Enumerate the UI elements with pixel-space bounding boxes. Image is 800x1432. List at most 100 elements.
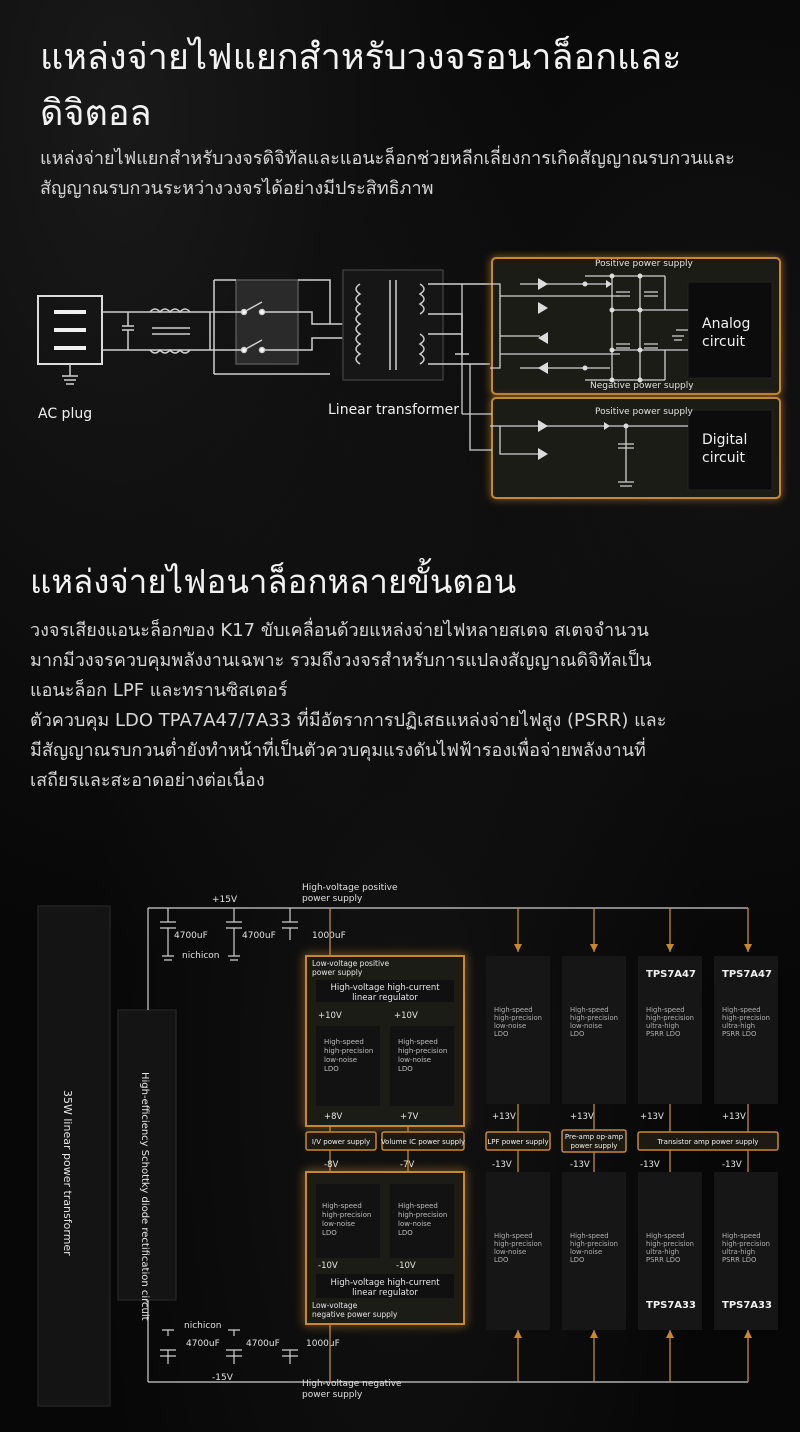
plus13v-label-d: +13V (722, 1112, 746, 1122)
lv-pos-supply-label-2: power supply (312, 968, 363, 977)
lpf-supply-label: LPF power supply (487, 1138, 548, 1146)
hv-pos-supply-label-2: power supply (302, 894, 363, 904)
cap2-label-bottom: 4700uF (246, 1339, 280, 1349)
linear-transformer-label: Linear transformer (328, 402, 459, 418)
lv-neg-supply-label-1: Low-voltage (312, 1301, 358, 1310)
col3-top-a: High-speed (646, 1006, 685, 1014)
ldo-text-2c: low-noise (398, 1056, 431, 1064)
col4-top-c: ultra-high (722, 1022, 755, 1030)
tps47-label-b: TPS7A47 (722, 969, 772, 980)
ldo-text-3b: high-precision (322, 1211, 371, 1219)
section1-description: แหล่งจ่ายไฟแยกสำหรับวงจรดิจิทัลและแอนะล็… (40, 148, 735, 199)
pos-supply-digital-label: Positive power supply (595, 407, 694, 417)
ac-plug-label: AC plug (38, 406, 92, 422)
section2-line-5: มีสัญญาณรบกวนต่ำยังทำหน้าที่เป็นตัวควบคุ… (30, 740, 646, 761)
section2-title: แหล่งจ่ายไฟอนาล็อกหลายขั้นตอน (30, 562, 517, 601)
col1-top-d: LDO (494, 1030, 508, 1038)
low-voltage-positive-module: Low-voltage positive power supply High-v… (305, 955, 465, 1127)
col3-bot-b: high-precision (646, 1240, 694, 1248)
analog-power-module: Positive power supply Negative power sup… (490, 257, 781, 395)
rectifier-label: High-efficiency Schottky diode rectifica… (139, 1072, 150, 1321)
lv-neg-supply-label-2: negative power supply (312, 1310, 398, 1319)
col2-top-c: low-noise (570, 1022, 602, 1030)
cap3-label-bottom: 1000uF (306, 1339, 340, 1349)
minus7v-label: -7V (400, 1160, 414, 1170)
col2-bot-c: low-noise (570, 1248, 602, 1256)
minus13v-label-a: -13V (492, 1160, 512, 1170)
ldo-text-4a: High-speed (398, 1202, 438, 1210)
tps33-label-b: TPS7A33 (722, 1300, 772, 1311)
col2-top-a: High-speed (570, 1006, 609, 1014)
col1-bot-d: LDO (494, 1256, 508, 1264)
col3-bot-d: PSRR LDO (646, 1256, 680, 1264)
plus10v-label-b: +10V (394, 1011, 418, 1021)
supply-pills: I/V power supply Volume IC power supply … (305, 1129, 779, 1153)
minus13v-label-d: -13V (722, 1160, 742, 1170)
ldo-text-2d: LDO (398, 1065, 413, 1073)
multi-stage-power-diagram: 35W linear power transformer High-effici… (37, 883, 779, 1407)
ldo-text-4b: high-precision (398, 1211, 447, 1219)
plus7v-label: +7V (400, 1112, 419, 1122)
section2-line-4: ตัวควบคุม LDO TPA7A47/7A33 ที่มีอัตราการ… (30, 710, 667, 731)
section2-line-1: วงจรเสียงแอนะล็อกของ K17 ขับเคลื่อนด้วยแ… (30, 620, 649, 641)
col1-top-c: low-noise (494, 1022, 526, 1030)
col2-top-d: LDO (570, 1030, 584, 1038)
iv-supply-label: I/V power supply (312, 1138, 370, 1146)
tps33-label-a: TPS7A33 (646, 1300, 696, 1311)
minus8v-label: -8V (324, 1160, 338, 1170)
section2-line-2: มากมีวงจรควบคุมพลังงานเฉพาะ รวมถึงวงจรสำ… (30, 650, 652, 671)
plus13v-label-a: +13V (492, 1112, 516, 1122)
col1-top-b: high-precision (494, 1014, 542, 1022)
ldo-text-3c: low-noise (322, 1220, 355, 1228)
minus15v-label: -15V (212, 1373, 234, 1383)
hv-reg-label-2: linear regulator (352, 993, 418, 1003)
col1-top-a: High-speed (494, 1006, 533, 1014)
col4-top-a: High-speed (722, 1006, 761, 1014)
col2-bot-d: LDO (570, 1256, 584, 1264)
minus13v-label-b: -13V (570, 1160, 590, 1170)
low-voltage-negative-module: High-speed high-precision low-noise LDO … (305, 1171, 465, 1325)
col3-bot-c: ultra-high (646, 1248, 679, 1256)
ldo-text-1b: high-precision (324, 1047, 373, 1055)
col1-bot-a: High-speed (494, 1232, 533, 1240)
separate-power-diagram: Positive power supply Negative power sup… (37, 257, 781, 499)
minus13v-label-c: -13V (640, 1160, 660, 1170)
ldo-text-1d: LDO (324, 1065, 339, 1073)
power-transformer-block (37, 905, 111, 1407)
col4-bot-d: PSRR LDO (722, 1256, 756, 1264)
tps47-label-a: TPS7A47 (646, 969, 696, 980)
hv-neg-supply-label-1: High-voltage negative (302, 1379, 402, 1389)
col4-bot-b: high-precision (722, 1240, 770, 1248)
ldo-text-2a: High-speed (398, 1038, 438, 1046)
pos-supply-analog-label: Positive power supply (595, 259, 694, 269)
ldo-text-1c: low-noise (324, 1056, 357, 1064)
transistor-supply-label: Transistor amp power supply (657, 1138, 759, 1146)
neg-supply-analog-label: Negative power supply (590, 381, 694, 391)
col4-bot-a: High-speed (722, 1232, 761, 1240)
ldo-text-2b: high-precision (398, 1047, 447, 1055)
preamp-supply-label-2: power supply (571, 1142, 618, 1150)
nichicon-label-bottom: nichicon (184, 1321, 222, 1331)
hv-neg-supply-label-2: power supply (302, 1390, 363, 1400)
rectifier-block (117, 1009, 177, 1301)
col3-top-c: ultra-high (646, 1022, 679, 1030)
analog-circuit-label-1: Analog (702, 316, 750, 332)
analog-circuit-label-2: circuit (702, 334, 745, 350)
col1-bot-b: high-precision (494, 1240, 542, 1248)
ldo-text-4d: LDO (398, 1229, 413, 1237)
hv-reg-label-3: High-voltage high-current (330, 1278, 440, 1288)
hv-reg-label-4: linear regulator (352, 1288, 418, 1298)
col4-bot-c: ultra-high (722, 1248, 755, 1256)
col3-top-d: PSRR LDO (646, 1030, 680, 1038)
col4-top-d: PSRR LDO (722, 1030, 756, 1038)
cap1-label-bottom: 4700uF (186, 1339, 220, 1349)
col1-bot-c: low-noise (494, 1248, 526, 1256)
section2-line-6: เสถียรและสะอาดอย่างต่อเนื่อง (30, 770, 265, 791)
plus10v-label-a: +10V (318, 1011, 342, 1021)
section2-line-3: แอนะล็อก LPF และทรานซิสเตอร์ (30, 680, 288, 701)
section2-description: วงจรเสียงแอนะล็อกของ K17 ขับเคลื่อนด้วยแ… (30, 616, 782, 796)
plus13v-label-c: +13V (640, 1112, 664, 1122)
col2-bot-a: High-speed (570, 1232, 609, 1240)
lv-pos-supply-label-1: Low-voltage positive (312, 959, 389, 968)
cap3-label: 1000uF (312, 931, 346, 941)
